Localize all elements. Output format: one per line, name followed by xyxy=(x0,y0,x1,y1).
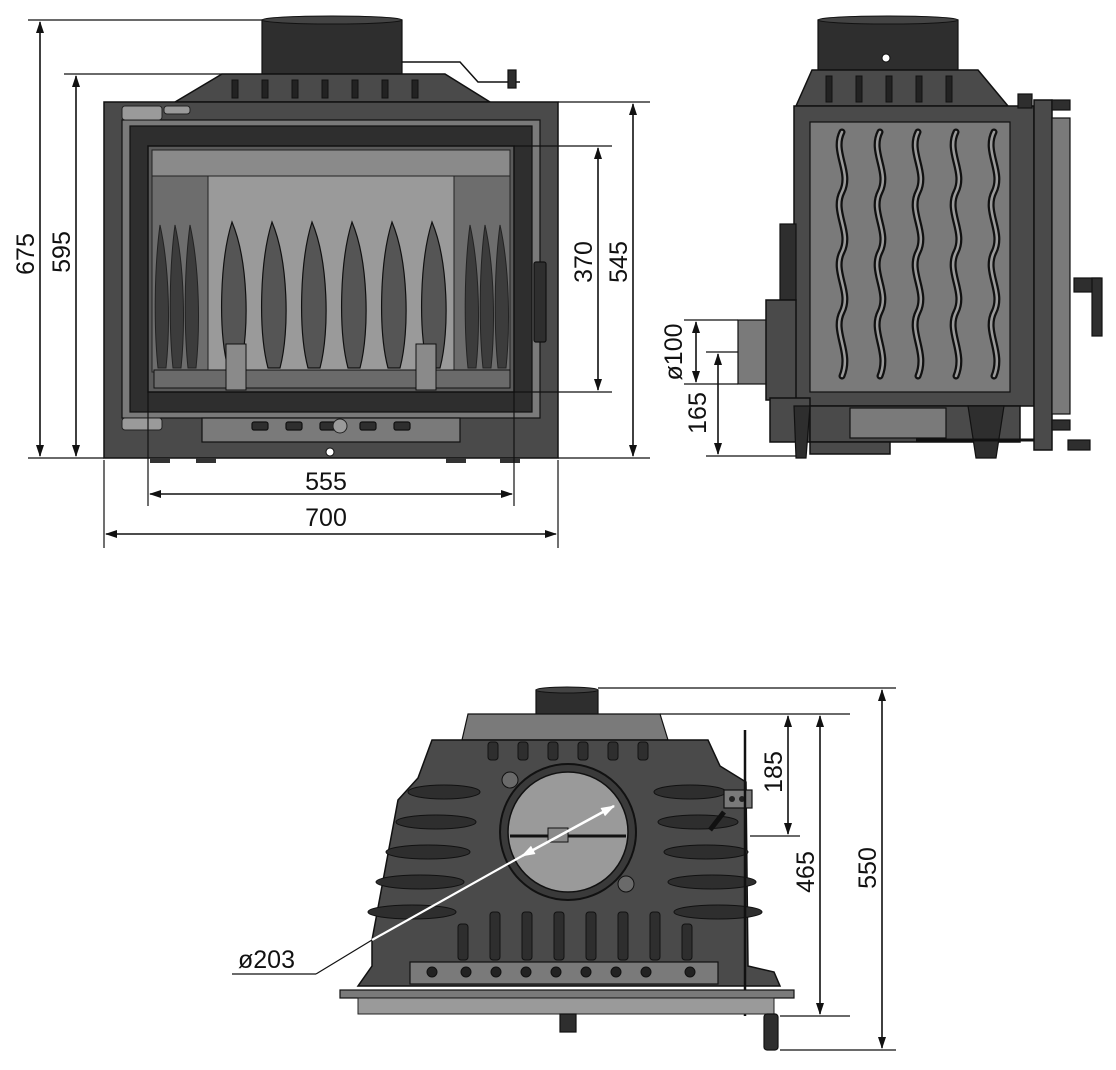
dim-185: 185 xyxy=(760,751,788,793)
top-hinge xyxy=(121,105,163,121)
top-flue-outlet xyxy=(535,689,599,717)
top-casting xyxy=(172,73,493,103)
side-view: ø100 165 xyxy=(660,15,1103,459)
dim-545: 545 xyxy=(605,241,633,283)
dim-675: 675 xyxy=(12,233,40,275)
flue-collar xyxy=(261,19,403,75)
side-flames xyxy=(154,224,509,369)
bottom-hinge xyxy=(121,417,163,431)
door-handle xyxy=(533,261,547,343)
grate xyxy=(153,369,511,389)
front-view: 675 595 545 370 555 700 xyxy=(12,15,650,548)
dim-550: 550 xyxy=(854,847,882,889)
dim-d100: ø100 xyxy=(660,324,688,381)
top-rib-grooves xyxy=(367,741,763,961)
dim-370: 370 xyxy=(570,241,598,283)
dim-d203: ø203 xyxy=(238,946,295,974)
dim-165: 165 xyxy=(684,392,712,434)
dim-595: 595 xyxy=(48,231,76,273)
dim-700: 700 xyxy=(305,504,347,532)
side-flue-collar xyxy=(817,19,959,71)
dim-555: 555 xyxy=(305,468,347,496)
dim-line-d203 xyxy=(520,804,616,858)
damper-rod xyxy=(402,61,520,83)
dim-465: 465 xyxy=(792,851,820,893)
top-front-plate xyxy=(339,989,795,999)
top-view: ø203 185 465 550 xyxy=(232,686,896,1051)
top-ribs xyxy=(231,79,419,99)
flame-pattern xyxy=(221,220,447,369)
